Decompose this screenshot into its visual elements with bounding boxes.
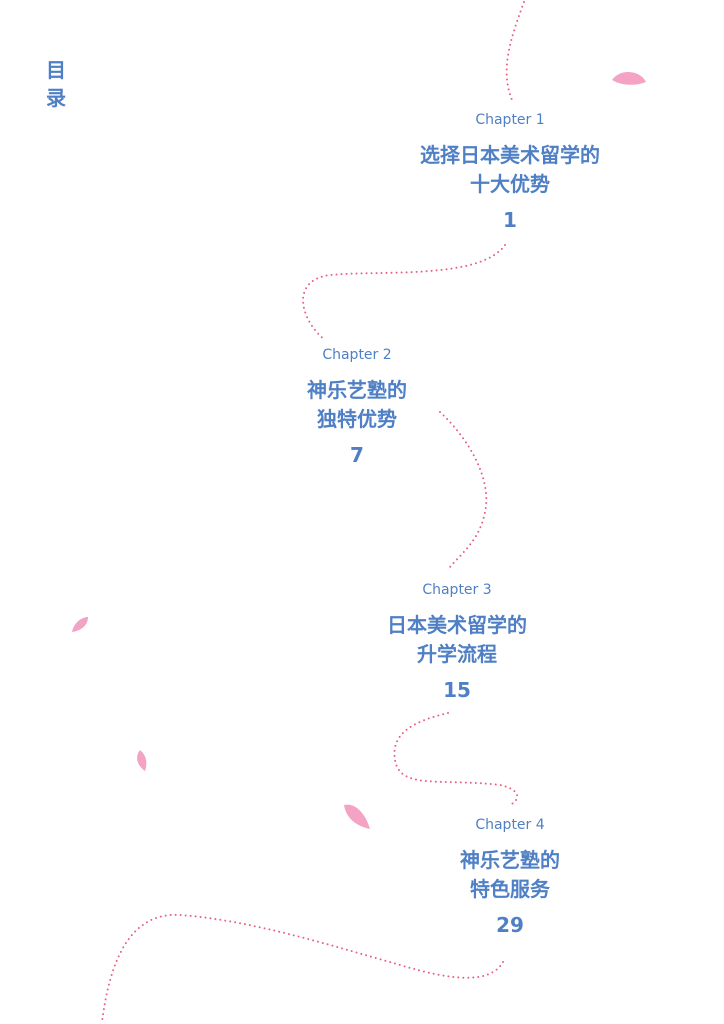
chapter-title-line: 特色服务: [470, 877, 550, 901]
chapter-title-line: 神乐艺塾的: [460, 848, 560, 872]
toc-title: 目录: [46, 58, 66, 110]
chapter-title: 日本美术留学的 升学流程: [327, 611, 587, 669]
chapter-label: Chapter 1: [475, 112, 545, 128]
petal-icon: [72, 617, 88, 632]
chapter-3-entry[interactable]: Chapter 3 日本美术留学的 升学流程 15: [327, 581, 587, 702]
petal-icon: [344, 804, 370, 829]
chapter-title-line: 十大优势: [470, 172, 550, 196]
chapter-page-number: 7: [350, 443, 364, 467]
chapter-label: Chapter 2: [322, 347, 392, 363]
dotted-path: [302, 244, 506, 341]
dotted-path: [505, 1, 525, 101]
chapter-title-line: 神乐艺塾的: [307, 378, 407, 402]
chapter-1-entry[interactable]: Chapter 1 选择日本美术留学的 十大优势 1: [380, 111, 640, 232]
chapter-page-number: 1: [503, 208, 517, 232]
chapter-4-entry[interactable]: Chapter 4 神乐艺塾的 特色服务 29: [380, 816, 640, 937]
chapter-title: 神乐艺塾的 特色服务: [380, 846, 640, 904]
chapter-title: 选择日本美术留学的 十大优势: [380, 141, 640, 199]
chapter-label: Chapter 4: [475, 817, 545, 833]
chapter-title-line: 日本美术留学的: [387, 613, 527, 637]
chapter-page-number: 29: [496, 913, 524, 937]
petal-icon: [612, 71, 646, 85]
chapter-title-line: 选择日本美术留学的: [420, 143, 600, 167]
chapter-2-entry[interactable]: Chapter 2 神乐艺塾的 独特优势 7: [227, 346, 487, 467]
chapter-title-line: 独特优势: [317, 407, 397, 431]
chapter-label: Chapter 3: [422, 582, 492, 598]
dotted-path: [393, 712, 519, 806]
chapter-page-number: 15: [443, 678, 471, 702]
chapter-title-line: 升学流程: [417, 642, 497, 666]
dotted-path: [101, 913, 504, 1023]
chapter-title: 神乐艺塾的 独特优势: [227, 376, 487, 434]
petal-icon: [137, 750, 147, 771]
